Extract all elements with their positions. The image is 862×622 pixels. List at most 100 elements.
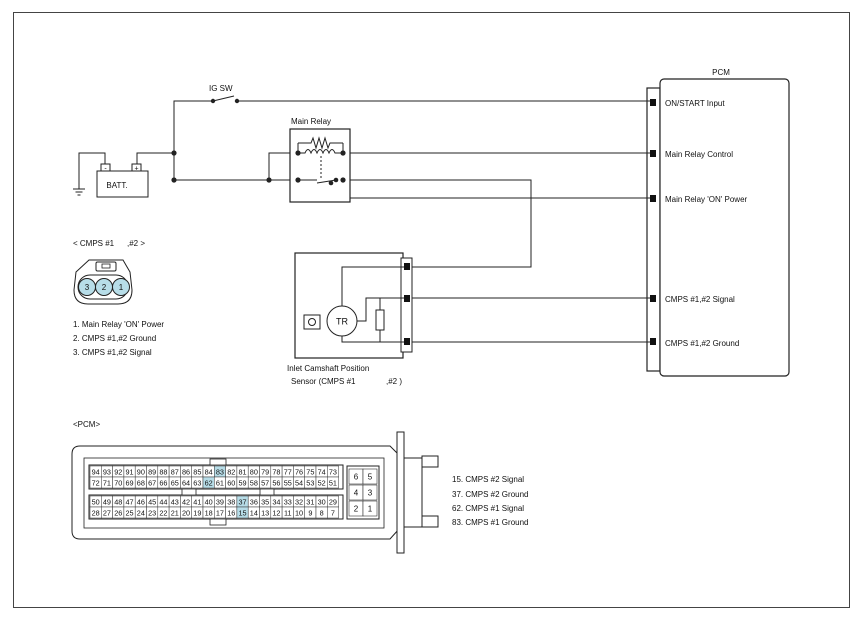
pcm-connector-tab [403,457,423,528]
pcm-pin-number: 50 [92,497,100,506]
sensor-magnet-hole [308,318,316,326]
pcm-legend-item: 83. CMPS #1 Ground [452,518,528,527]
ig-switch-contact [210,98,216,104]
pcm-pin-number: 90 [137,467,145,476]
pcm-pin-number: 17 [216,508,224,517]
pcm-pin-terminal [650,99,656,106]
pcm-small-pin-cell [362,468,378,485]
pcm-pin-number: 86 [182,467,190,476]
diagram-frame [13,12,850,608]
cmps-legend-item: 1. Main Relay 'ON' Power [73,320,164,329]
main-relay-label: Main Relay [291,117,331,126]
pcm-pin-number: 91 [125,467,133,476]
relay-terminal [295,150,301,156]
pcm-pin-number: 18 [205,508,213,517]
pcm-pin-number: 48 [114,497,122,506]
battery-label: BATT. [106,181,127,190]
pcm-pin-cell [327,476,339,489]
pcm-pin-number: 67 [148,478,156,487]
pcm-pin-number: 33 [284,497,292,506]
pcm-pin-number: 54 [295,478,303,487]
pcm-pin-number: 21 [171,508,179,517]
sensor-internal-wire [357,297,404,322]
pcm-pin-number: 76 [295,467,303,476]
battery-pos-sign: + [134,166,138,173]
pcm-pin-number: 68 [137,478,145,487]
cmps-pin-1 [112,278,130,296]
pcm-pin-number: 22 [159,508,167,517]
cmps-pin-number: 3 [85,283,90,292]
pcm-pin-number: 49 [103,497,111,506]
relay-terminal [295,177,301,183]
pcm-small-pin-number: 2 [354,505,359,514]
pcm-pin-number: 19 [193,508,201,517]
wires [136,95,650,343]
pcm-pin-number: 69 [125,478,133,487]
pcm-pin-number: 74 [318,467,326,476]
pcm-pin-number: 60 [227,478,235,487]
pcm-pin-number: 47 [125,497,133,506]
pcm-connector-lock [421,455,439,468]
pcm-pin-label: ON/START Input [665,99,725,108]
cmps-connector-title: ,#2 > [127,239,145,248]
pcm-small-pin-number: 1 [368,505,373,514]
pcm-pin-number: 85 [193,467,201,476]
cmps-legend-item: 2. CMPS #1,#2 Ground [73,334,156,343]
sensor-internal-wire [341,336,404,343]
sensor-label-line2: Sensor (CMPS #1 [291,377,356,386]
pcm-pin-number: 56 [272,478,280,487]
pcm-pin-number: 93 [103,467,111,476]
pcm-pin-number: 39 [216,497,224,506]
relay-coil [298,149,343,155]
pcm-pin-number: 11 [284,508,292,517]
pcm-pin-number: 57 [261,478,269,487]
pcm-pin-number: 9 [308,508,312,517]
relay-switch-blade [316,179,337,184]
sensor-resistor [375,309,385,331]
pcm-pin-number: 58 [250,478,258,487]
ground-wire [78,152,106,189]
pcm-pin-number: 24 [137,508,145,517]
pcm-pin-number: 63 [193,478,201,487]
pcm-pin-number: 53 [306,478,314,487]
pcm-keying-notch [181,488,197,496]
pcm-pin-number: 15 [238,508,246,517]
pcm-pin-number: 37 [238,497,246,506]
pcm-pin-number: 12 [272,508,280,517]
pcm-pin-number: 35 [261,497,269,506]
pcm-pin-number: 94 [92,467,100,476]
pcm-pin-number: 43 [171,497,179,506]
pcm-pin-number: 71 [103,478,111,487]
pcm-pin-number: 28 [92,508,100,517]
sensor-pin-terminal [404,295,410,302]
main-relay: Main Relay [289,117,351,203]
wire-relay-coil-feed [268,152,298,180]
pcm-pin-number: 46 [137,497,145,506]
pcm-legend-item: 15. CMPS #2 Signal [452,475,524,484]
cmps-pin-number: 2 [102,283,107,292]
pcm-pin-number: 52 [318,478,326,487]
pcm-keying-notch [259,488,275,496]
pcm-pin-number: 77 [284,467,292,476]
pcm-pin-number: 16 [227,508,235,517]
pcm-pin-number: 30 [318,497,326,506]
cmps-legend-item: 3. CMPS #1,#2 Signal [73,348,152,357]
pcm-block: PCM ON/START Input Main Relay Control Ma… [646,68,790,377]
pcm-pin-number: 8 [320,508,324,517]
pcm-pin-number: 42 [182,497,190,506]
pcm-pin-number: 32 [295,497,303,506]
pcm-small-pin-cell [362,484,378,501]
pcm-pin-number: 13 [261,508,269,517]
pcm-pin-number: 29 [329,497,337,506]
pcm-pin-number: 88 [159,467,167,476]
pcm-pin-number: 59 [238,478,246,487]
pcm-pin-cell [327,506,339,519]
cmps-connector-slot [101,263,111,269]
pcm-pin-number: 82 [227,467,235,476]
sensor-pin-terminal [404,263,410,270]
relay-terminal [340,177,346,183]
wire-ig-feed [173,100,212,180]
pcm-pin-number: 40 [205,497,213,506]
